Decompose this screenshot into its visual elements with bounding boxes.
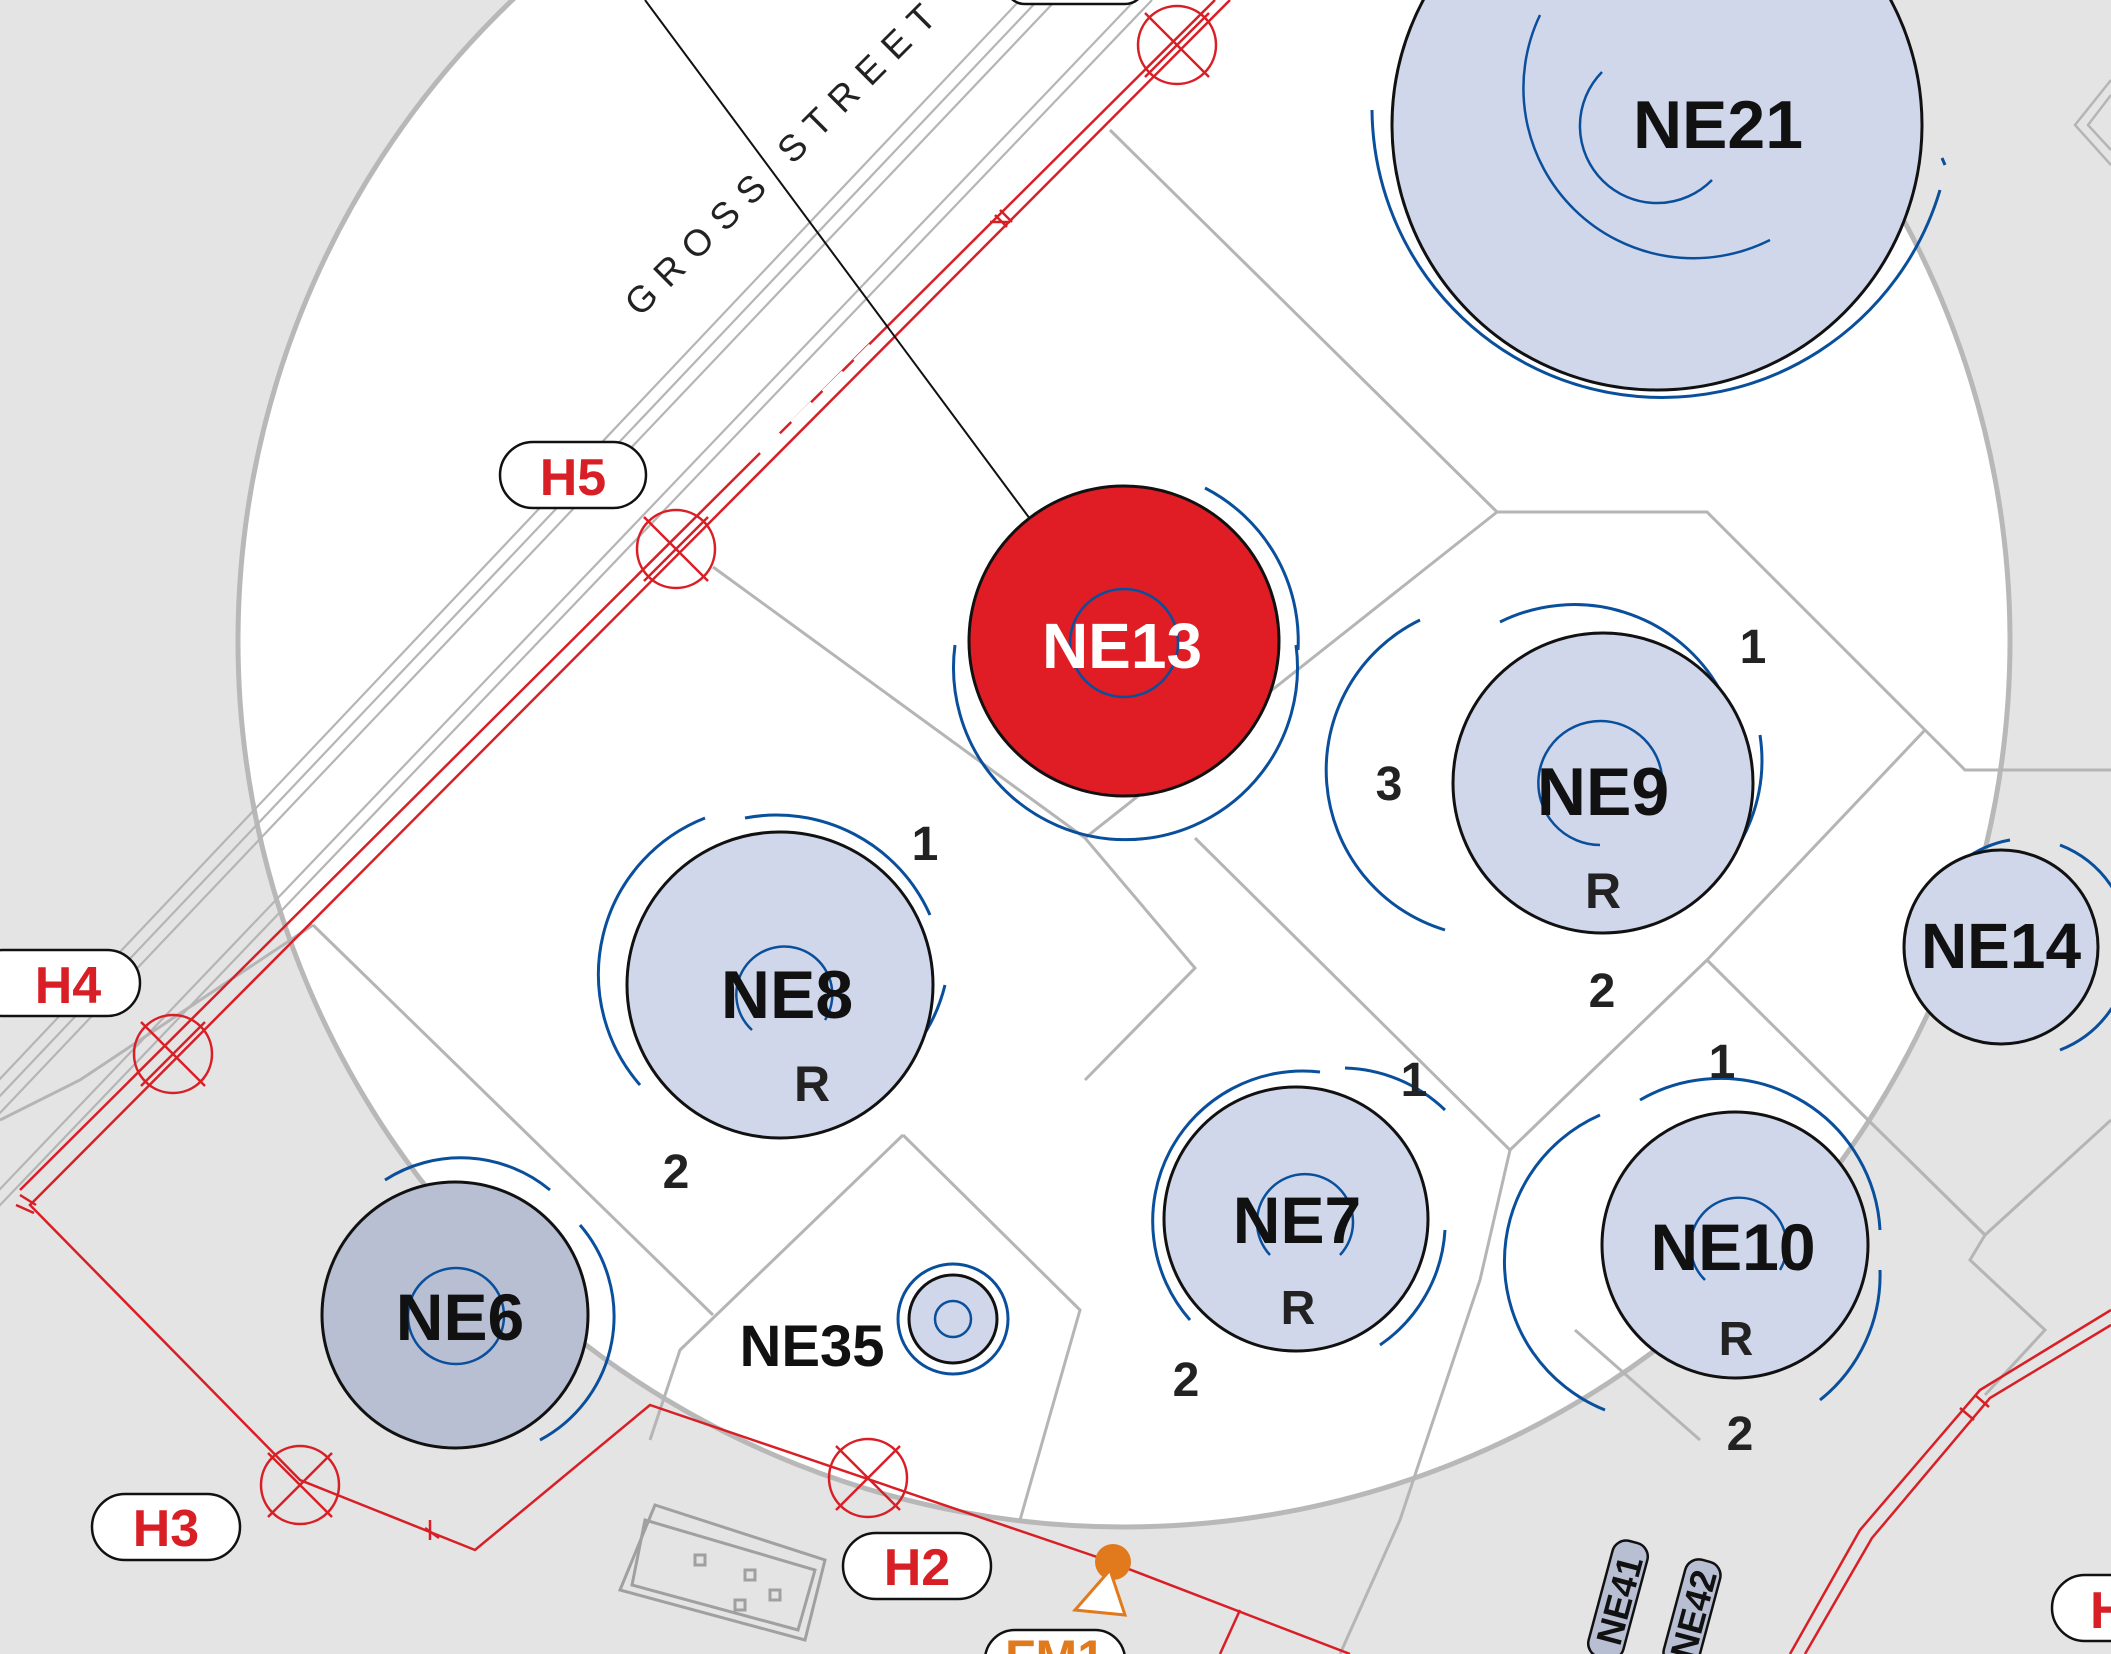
- gross-street-lines: [0, 0, 1153, 1207]
- site-ne14[interactable]: NE14: [1902, 838, 2111, 1052]
- site-ne35[interactable]: NE35: [739, 1262, 1010, 1379]
- site-label-ne35: NE35: [739, 1314, 884, 1379]
- site-label-ne9: NE9: [1537, 754, 1669, 830]
- site-ne8[interactable]: NE8 R 1 2: [596, 813, 947, 1199]
- hydrant-icon: [827, 1437, 909, 1519]
- site-tag-ne9: R: [1585, 863, 1621, 919]
- marker-ne7-1: 1: [1401, 1054, 1428, 1107]
- site-tag-ne8: R: [794, 1056, 830, 1112]
- site-ne13[interactable]: NE13: [952, 484, 1300, 842]
- structure-outline-right: [2073, 79, 2111, 166]
- marker-ne10-1: 1: [1709, 1036, 1736, 1089]
- site-label-ne21: NE21: [1633, 87, 1803, 163]
- hydrant-label-h5[interactable]: H5: [498, 440, 648, 510]
- fire-main-label: FM1: [1005, 1630, 1105, 1654]
- marker-ne9-1: 1: [1740, 621, 1767, 674]
- site-ne9[interactable]: NE9 R 1 2 3: [1324, 603, 1767, 1018]
- site-label-ne7: NE7: [1233, 1183, 1361, 1257]
- hydrant-label-text: H3: [133, 1500, 199, 1558]
- hydrant-icon: [259, 1444, 341, 1526]
- site-tag-ne10: R: [1719, 1313, 1754, 1366]
- fire-main-fm1[interactable]: FM1: [984, 1544, 1131, 1654]
- marker-ne7-2: 2: [1173, 1354, 1200, 1407]
- marker-ne9-2: 2: [1589, 965, 1616, 1018]
- hydrant-label-text: H4: [35, 957, 102, 1015]
- hydrant-label-text: H5: [540, 449, 606, 507]
- site-ne7[interactable]: NE7 R 1 2: [1151, 1054, 1447, 1407]
- marker-ne8-1: 1: [912, 818, 939, 871]
- site-ne21[interactable]: NE21: [1370, 0, 1947, 399]
- marker-ne10-2: 2: [1727, 1408, 1754, 1461]
- hydrant-label-text: H2: [884, 1539, 950, 1597]
- hydrant-label-text: H: [2090, 1582, 2111, 1640]
- leader-line: [644, 0, 1106, 621]
- top-partial-label: [1011, 0, 1139, 6]
- marker-ne8-2: 2: [663, 1146, 690, 1199]
- valve-markers: [15, 209, 1990, 1540]
- hydrant-icon: [635, 508, 717, 590]
- hydrant-icon: [132, 1013, 214, 1095]
- site-label-ne14: NE14: [1921, 910, 2082, 982]
- site-label-ne10: NE10: [1650, 1210, 1815, 1284]
- site-ne6[interactable]: NE6: [320, 1156, 616, 1450]
- parcel-lines: [0, 128, 2111, 1654]
- hydrant-label-h2[interactable]: H2: [841, 1531, 993, 1601]
- site-label-ne8: NE8: [721, 957, 853, 1033]
- site-ne10[interactable]: NE10 R 1 2: [1502, 1036, 1882, 1461]
- hydrant-icon: [1136, 4, 1218, 86]
- hydrant-label-h3[interactable]: H3: [90, 1492, 242, 1562]
- site-label-ne6: NE6: [396, 1280, 524, 1354]
- site-ne42[interactable]: NE42: [1659, 1556, 1727, 1654]
- site-tag-ne7: R: [1281, 1282, 1316, 1335]
- hydrant-symbols: [132, 4, 1218, 1526]
- hydrant-label-h1[interactable]: H: [2050, 1573, 2111, 1643]
- building-outline: [617, 1503, 827, 1642]
- site-label-ne13: NE13: [1042, 610, 1202, 682]
- hydrant-label-h4[interactable]: H4: [0, 948, 142, 1018]
- marker-ne9-3: 3: [1376, 758, 1403, 811]
- water-main-dashed: [758, 348, 872, 462]
